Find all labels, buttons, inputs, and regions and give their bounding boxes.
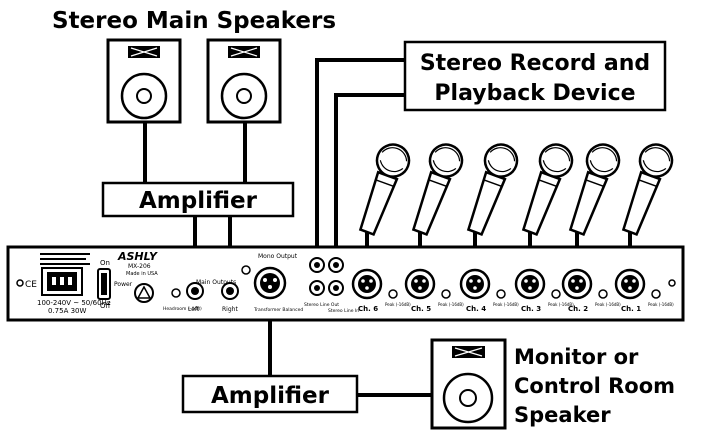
channel-label: Ch. 4 bbox=[466, 305, 486, 313]
stereo-line-in-jacks[interactable] bbox=[328, 257, 344, 296]
record-label-line1: Stereo Record and bbox=[420, 51, 650, 76]
channel-label: Ch. 1 bbox=[621, 305, 641, 313]
microphone-icon bbox=[411, 143, 464, 270]
peak-led-icon bbox=[388, 289, 398, 299]
xlr-input-ch-2[interactable] bbox=[561, 268, 593, 300]
brand-logo: ASHLY bbox=[117, 250, 158, 263]
power-rating: 0.75A 30W bbox=[48, 307, 87, 315]
left-label: Left bbox=[188, 306, 200, 313]
peak-label: Peak (-16dB) bbox=[548, 302, 574, 307]
power-off-label: Off bbox=[100, 302, 111, 310]
channel-label: Ch. 3 bbox=[521, 305, 541, 313]
compliance-text-block bbox=[40, 253, 90, 265]
rear-panel: CE 100-240V ~ 50/60Hz 0.75A 30W On Power… bbox=[6, 245, 685, 322]
peak-led-icon bbox=[441, 289, 451, 299]
record-device: Stereo Record and Playback Device bbox=[403, 40, 667, 112]
channel-label: Ch. 6 bbox=[358, 305, 378, 313]
xlr-input-ch-3[interactable] bbox=[514, 268, 546, 300]
peak-led-icon bbox=[496, 289, 506, 299]
headroom-led-icon bbox=[171, 288, 181, 298]
wires bbox=[143, 58, 432, 397]
headroom-label: Headroom (-4dB) bbox=[163, 306, 202, 312]
model-label: MX-206 bbox=[128, 263, 151, 270]
monitor-label: Monitor or Control Room Speaker bbox=[514, 345, 675, 427]
xlr-input-ch-6[interactable] bbox=[351, 268, 383, 300]
ce-mark-icon: CE bbox=[25, 280, 37, 290]
ground-warning-icon bbox=[134, 283, 154, 303]
monitor-speaker-icon bbox=[430, 338, 507, 430]
made-in-label: Made in USA bbox=[126, 271, 158, 277]
monitor-label-line3: Speaker bbox=[514, 403, 611, 427]
main-speakers-label: Stereo Main Speakers bbox=[52, 8, 336, 34]
xlr-input-ch-5[interactable] bbox=[404, 268, 436, 300]
stereo-line-in-label: Stereo Line In bbox=[328, 308, 359, 314]
monitor-label-line1: Monitor or bbox=[514, 345, 639, 369]
mono-output-xlr-jack[interactable] bbox=[253, 266, 287, 300]
peak-label: Peak (-16dB) bbox=[648, 302, 674, 307]
main-out-led-icon bbox=[241, 265, 251, 275]
speaker-right-icon bbox=[206, 38, 282, 124]
amplifier-top-label: Amplifier bbox=[139, 188, 258, 214]
amplifier-top: Amplifier bbox=[101, 181, 295, 218]
monitor-label-line2: Control Room bbox=[514, 374, 675, 398]
channel-label: Ch. 5 bbox=[411, 305, 431, 313]
transformer-label: Transformer Balanced bbox=[253, 307, 303, 313]
power-label: Power bbox=[114, 281, 133, 288]
power-switch[interactable] bbox=[97, 268, 111, 300]
peak-label: Peak (-16dB) bbox=[493, 302, 519, 307]
rack-hole-right-icon bbox=[668, 279, 676, 287]
amplifier-bottom: Amplifier bbox=[181, 374, 359, 414]
peak-label: Peak (-16dB) bbox=[385, 302, 411, 307]
stereo-line-out-jacks[interactable] bbox=[309, 257, 325, 296]
record-label-line2: Playback Device bbox=[434, 81, 635, 106]
peak-label: Peak (-16dB) bbox=[438, 302, 464, 307]
speaker-left-icon bbox=[106, 38, 182, 124]
microphone-icon bbox=[466, 143, 519, 270]
power-on-label: On bbox=[100, 259, 110, 267]
channel-label: Ch. 2 bbox=[568, 305, 588, 313]
mono-output-label: Mono Output bbox=[258, 253, 298, 260]
stereo-line-out-label: Stereo Line Out bbox=[304, 302, 339, 308]
xlr-input-ch-1[interactable] bbox=[614, 268, 646, 300]
microphone-icon bbox=[568, 143, 621, 270]
main-outputs-label: Main Outputs bbox=[196, 279, 236, 286]
power-inlet-icon[interactable] bbox=[41, 267, 83, 296]
voltage-rating: 100-240V ~ 50/60Hz bbox=[37, 299, 111, 307]
main-speakers: Stereo Main Speakers bbox=[52, 8, 336, 124]
peak-label: Peak (-16dB) bbox=[595, 302, 621, 307]
peak-led-icon bbox=[598, 289, 608, 299]
amplifier-bottom-label: Amplifier bbox=[211, 383, 330, 409]
right-label: Right bbox=[222, 306, 238, 313]
xlr-input-ch-4[interactable] bbox=[459, 268, 491, 300]
rack-hole-left-icon bbox=[16, 279, 24, 287]
main-output-left-jack[interactable] bbox=[186, 282, 204, 300]
main-output-right-jack[interactable] bbox=[221, 282, 239, 300]
peak-led-icon bbox=[651, 289, 661, 299]
peak-led-icon bbox=[551, 289, 561, 299]
microphone-icon bbox=[621, 143, 674, 270]
